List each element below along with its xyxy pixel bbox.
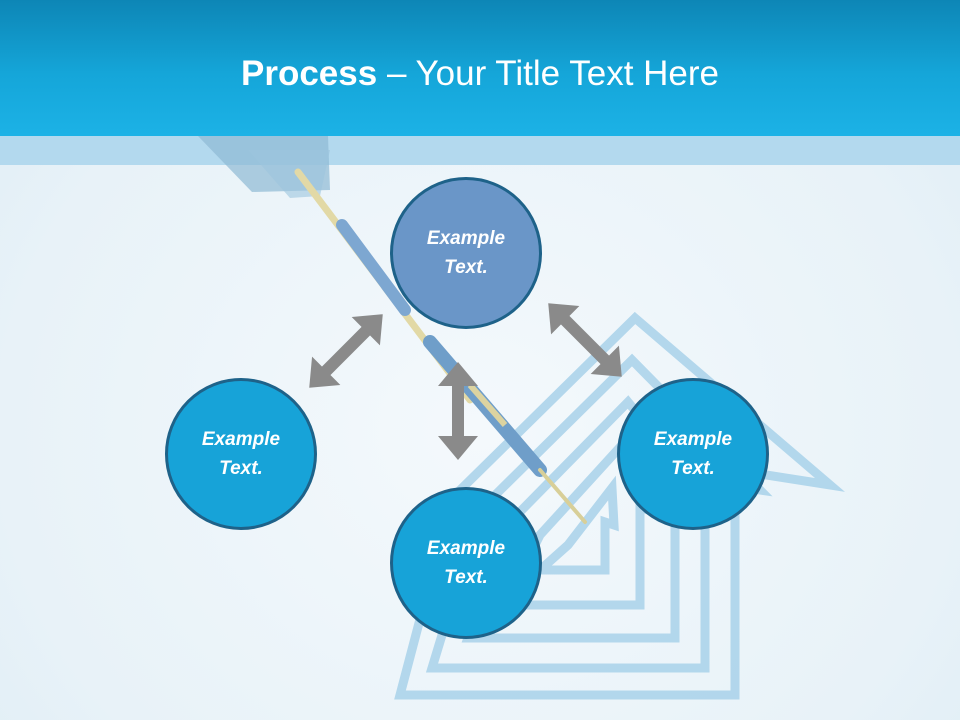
dart-graphic bbox=[198, 136, 587, 524]
title-rest: – Your Title Text Here bbox=[377, 54, 719, 93]
slide-title[interactable]: Process – Your Title Text Here bbox=[0, 52, 960, 96]
node-right-label: Example Text. bbox=[653, 429, 733, 479]
connector-arrows bbox=[309, 303, 622, 460]
title-strong: Process bbox=[241, 54, 378, 93]
arrow-top-right bbox=[548, 303, 622, 377]
header-band bbox=[0, 136, 960, 165]
header-bar bbox=[0, 0, 960, 136]
node-top[interactable]: Example Text. bbox=[390, 177, 542, 329]
arrow-center-vertical bbox=[438, 362, 478, 460]
node-left-label: Example Text. bbox=[201, 429, 281, 479]
node-top-label: Example Text. bbox=[426, 228, 506, 278]
node-bottom[interactable]: Example Text. bbox=[390, 487, 542, 639]
node-left[interactable]: Example Text. bbox=[165, 378, 317, 530]
node-right[interactable]: Example Text. bbox=[617, 378, 769, 530]
node-bottom-label: Example Text. bbox=[426, 538, 506, 588]
arrow-top-left bbox=[309, 314, 383, 388]
